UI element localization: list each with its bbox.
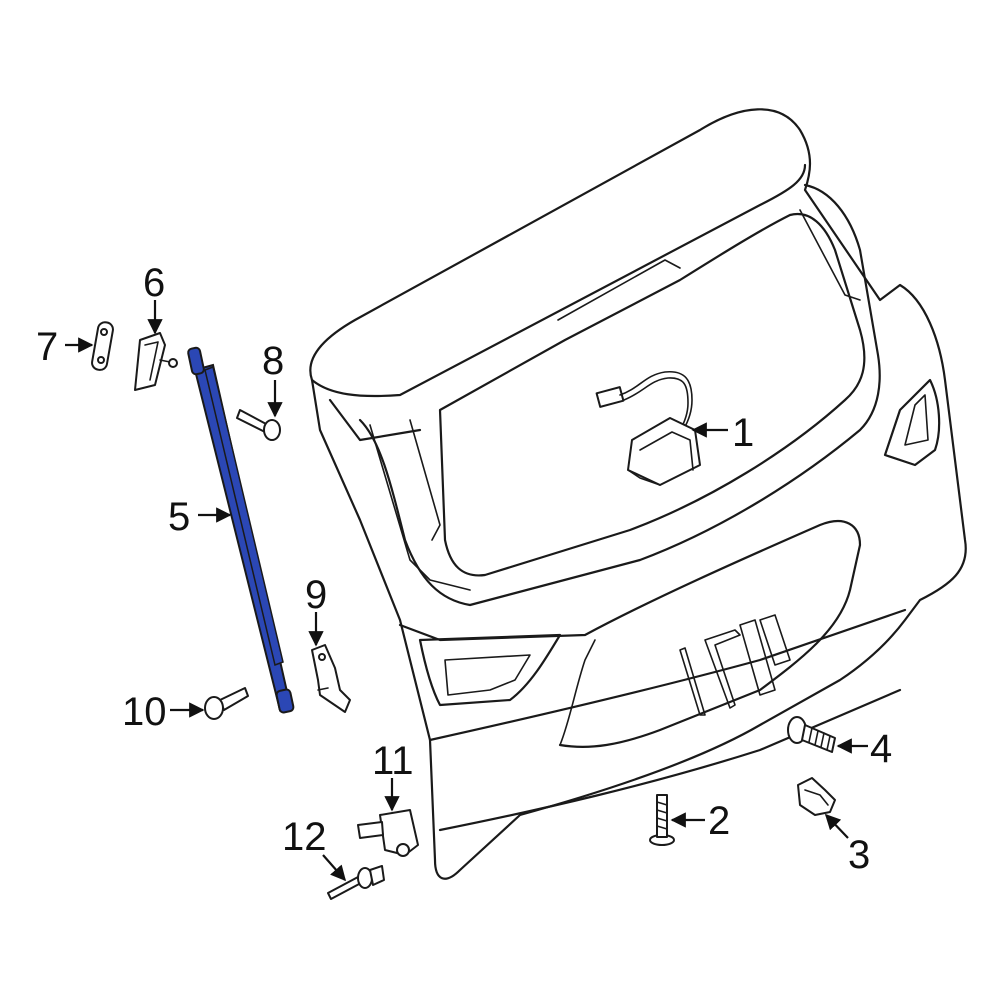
ball-stud-bracket-upper	[134, 332, 178, 391]
clip-part-3	[797, 777, 836, 816]
bolt-part-4	[787, 716, 836, 753]
hinge-part-11	[357, 809, 419, 857]
callout-4: 4	[870, 727, 892, 771]
lift-support-strut	[187, 346, 295, 714]
callout-5: 5	[168, 495, 190, 539]
callout-arrows	[65, 300, 868, 882]
liftgate-panel	[309, 108, 967, 880]
ball-stud-bracket-lower	[311, 644, 351, 713]
plate-part-7	[91, 321, 114, 371]
callout-3: 3	[848, 833, 870, 877]
pin-part-12	[327, 865, 385, 900]
callout-labels: 1 2 3 4 5 6 7 8 9 10 11 12	[36, 261, 892, 877]
callout-10: 10	[122, 690, 167, 734]
latch-actuator	[595, 371, 701, 486]
callout-6: 6	[143, 261, 165, 305]
bolt-part-10	[204, 687, 249, 720]
bolt-part-2	[649, 794, 675, 846]
callout-1: 1	[732, 411, 754, 455]
bolt-part-8	[236, 409, 281, 441]
callout-8: 8	[262, 339, 284, 383]
callout-11: 11	[372, 739, 414, 783]
callout-2: 2	[708, 799, 730, 843]
callout-12: 12	[282, 815, 327, 859]
callout-9: 9	[305, 573, 327, 617]
callout-7: 7	[36, 325, 58, 369]
